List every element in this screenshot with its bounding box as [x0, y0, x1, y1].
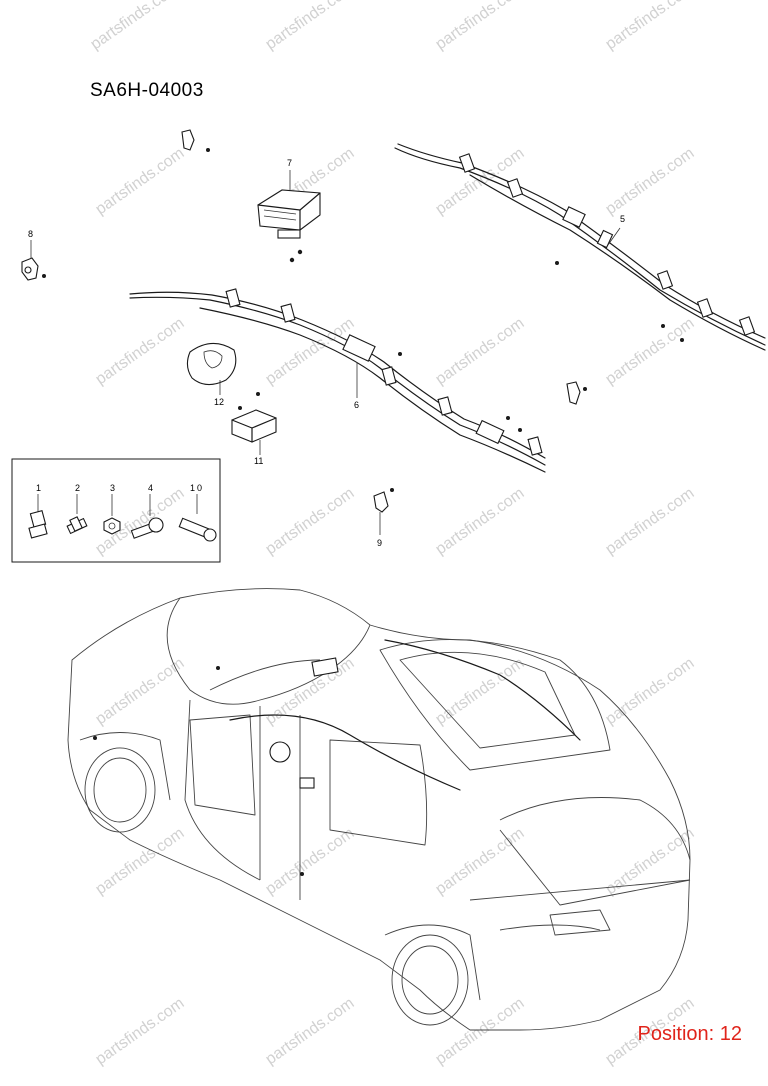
part-6-curtain-airbag-left[interactable] — [129, 288, 546, 473]
watermark: partsfinds.com — [93, 995, 188, 1069]
position-label: Position: 12 — [637, 1023, 742, 1045]
watermark: partsfinds.com — [603, 145, 698, 219]
callout-11: 11 — [254, 456, 263, 466]
callout-1: 1 — [36, 483, 41, 493]
callout-9: 9 — [377, 538, 382, 548]
diagram-code: SA6H-04003 — [90, 80, 204, 101]
watermark: partsfinds.com — [433, 485, 528, 559]
watermark: partsfinds.com — [603, 485, 698, 559]
callout-5: 5 — [620, 214, 625, 224]
vehicle-illustration — [67, 588, 691, 1031]
part-5-curtain-airbag-right[interactable] — [394, 143, 766, 351]
callout-3: 3 — [110, 483, 115, 493]
crash-sensor-top[interactable] — [181, 129, 210, 152]
watermark-layer: partsfinds.com partsfinds.com partsfinds… — [88, 0, 698, 1068]
callout-12: 12 — [214, 397, 224, 407]
callout-10: 10 — [190, 483, 204, 493]
bolt-1[interactable] — [28, 510, 48, 539]
part-9-side-sensor[interactable] — [373, 488, 394, 535]
callout-2: 2 — [75, 483, 80, 493]
watermark: partsfinds.com — [263, 315, 358, 389]
watermark: partsfinds.com — [93, 145, 188, 219]
watermark: partsfinds.com — [263, 0, 358, 53]
bolt-2[interactable] — [66, 516, 88, 535]
bolt-10[interactable] — [178, 517, 217, 542]
callout-7: 7 — [287, 158, 292, 168]
watermark: partsfinds.com — [263, 655, 358, 729]
watermark: partsfinds.com — [93, 315, 188, 389]
watermark: partsfinds.com — [433, 655, 528, 729]
watermark: partsfinds.com — [88, 0, 183, 53]
part-8-crash-sensor[interactable] — [21, 240, 46, 281]
part-7-passenger-airbag[interactable] — [257, 170, 321, 263]
part-11-airbag-control-module[interactable] — [231, 392, 277, 455]
watermark: partsfinds.com — [433, 315, 528, 389]
nut-3[interactable] — [103, 517, 121, 535]
watermark: partsfinds.com — [603, 315, 698, 389]
part-12-driver-airbag[interactable] — [186, 342, 237, 395]
callout-8: 8 — [28, 229, 33, 239]
bolt-4[interactable] — [130, 517, 164, 539]
watermark: partsfinds.com — [93, 825, 188, 899]
watermark: partsfinds.com — [433, 995, 528, 1069]
watermark: partsfinds.com — [263, 995, 358, 1069]
callout-6: 6 — [354, 400, 359, 410]
watermark: partsfinds.com — [603, 0, 698, 53]
watermark: partsfinds.com — [93, 655, 188, 729]
fastener-box — [11, 458, 221, 563]
watermark: partsfinds.com — [263, 485, 358, 559]
watermark: partsfinds.com — [263, 825, 358, 899]
callout-4: 4 — [148, 483, 153, 493]
watermark: partsfinds.com — [433, 825, 528, 899]
crash-sensor-right[interactable] — [566, 381, 587, 405]
watermark: partsfinds.com — [433, 0, 528, 53]
watermark: partsfinds.com — [603, 655, 698, 729]
